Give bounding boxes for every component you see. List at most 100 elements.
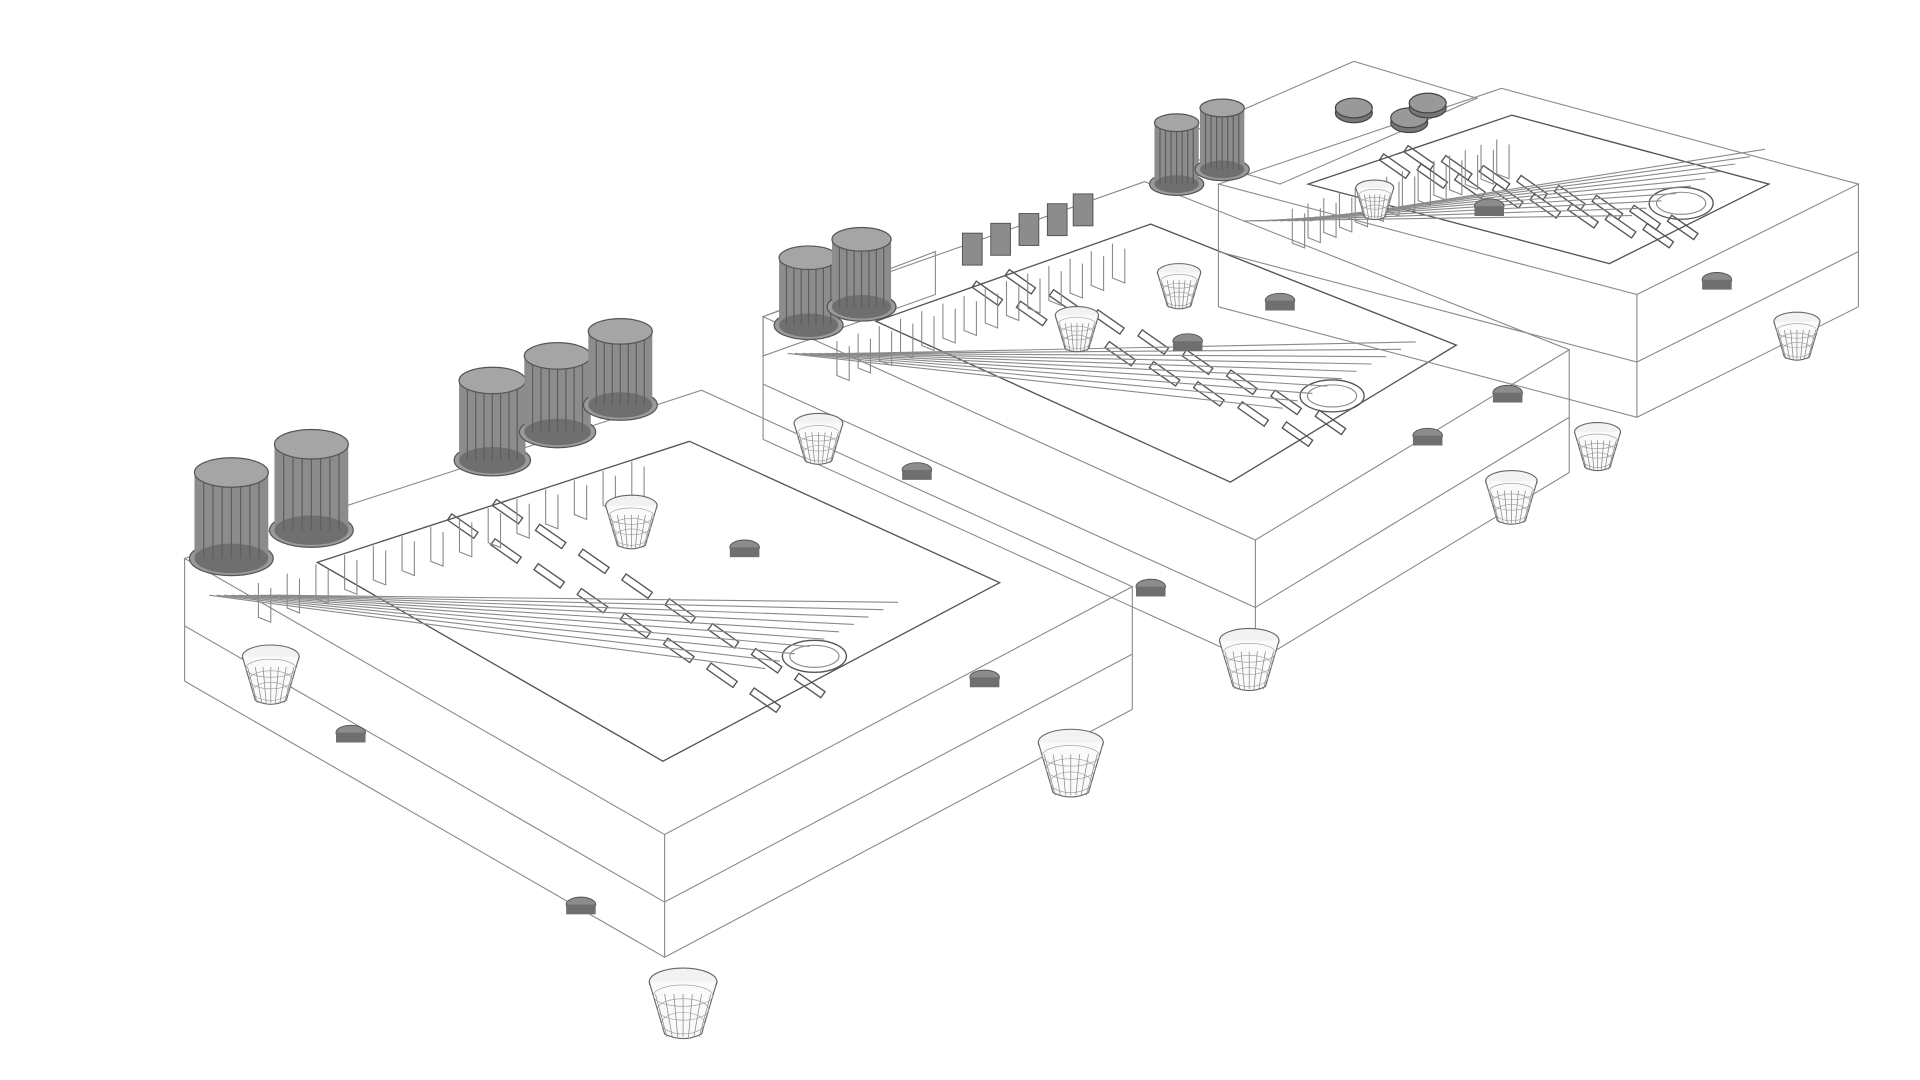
pin-fin [315, 564, 329, 605]
module-housings [183, 60, 1861, 958]
pin-fin [1417, 166, 1431, 207]
pin-fin [1005, 281, 1020, 322]
internal-wire [809, 352, 1328, 387]
foot-mesh-ring [1041, 745, 1100, 767]
foot-mesh-ring [1779, 332, 1815, 348]
knob-side [902, 470, 932, 480]
vent-slot [576, 587, 609, 614]
vent-slot [750, 647, 783, 674]
internal-wire [246, 594, 840, 633]
foot-mesh-ring [1062, 334, 1091, 350]
foot-mesh-ring [1488, 483, 1535, 501]
transistor [990, 222, 1011, 256]
ring-connector-inner [1306, 384, 1358, 408]
foot-mesh-ring [653, 984, 714, 1007]
foot-mesh-ring [1357, 189, 1392, 202]
vent-slot [446, 513, 479, 540]
capacitor [518, 342, 597, 449]
foot-mesh-ring [608, 507, 655, 525]
capacitor [453, 366, 532, 477]
ring-connector-inner [789, 644, 840, 668]
capacitor [582, 317, 658, 421]
foot-mesh-ring [1491, 493, 1532, 511]
foot-mesh-ring [1230, 667, 1269, 687]
foot-mesh-line [1600, 440, 1605, 470]
foot-mesh-line [1182, 280, 1186, 308]
knob-side [1492, 392, 1523, 403]
pin-fin [942, 303, 956, 344]
foot [1573, 422, 1622, 472]
vent-slot [1642, 222, 1675, 249]
internal-wire [216, 594, 781, 662]
inductor-top [1408, 92, 1447, 114]
foot-mesh-line [1172, 280, 1176, 308]
foot-mesh-ring [1045, 758, 1096, 780]
pin-fin [1027, 273, 1041, 314]
pin-fin [372, 545, 387, 586]
vent-slot [1181, 349, 1214, 376]
internal-wire [839, 352, 1387, 358]
capacitor-top [193, 457, 269, 488]
vent-slot [491, 498, 524, 525]
foot-mesh-ring [611, 518, 652, 536]
vent-slot [1604, 212, 1637, 239]
vent-slot [1269, 389, 1303, 416]
pin-fin [1111, 243, 1126, 284]
capacitor-top [273, 428, 349, 460]
internal-wire [846, 348, 1402, 355]
capacitor-top [778, 245, 839, 271]
vent-slot [1529, 192, 1562, 219]
foot [1218, 627, 1280, 692]
foot-mesh-line [1790, 329, 1794, 360]
foot-mesh-line [1070, 323, 1074, 351]
ring-connector [1299, 379, 1365, 413]
pin-fin [1323, 197, 1337, 239]
foot-mesh-line [821, 432, 826, 464]
knob-side [1702, 279, 1732, 290]
foot-mesh-line [1800, 329, 1804, 360]
knob-side [1412, 435, 1443, 446]
vent-slot [662, 637, 695, 664]
vent-slot [1378, 152, 1411, 180]
pin-fin [1496, 139, 1510, 180]
module-front-display-panel [315, 440, 1002, 762]
foot-mesh-ring [1582, 452, 1613, 468]
capacitor [826, 226, 897, 322]
pin-fin [286, 573, 301, 614]
vent-slot [1440, 154, 1473, 181]
pin-fin [1433, 160, 1447, 201]
capacitor-top [1153, 113, 1200, 133]
vent-slot [793, 672, 827, 699]
foot [1773, 311, 1821, 361]
module-back-display-panel [1305, 114, 1771, 265]
feet [241, 179, 1821, 1040]
foot-mesh-ring [1165, 291, 1194, 307]
knob-side [336, 732, 366, 743]
pin-fin [458, 517, 473, 558]
pin-fin [1090, 251, 1105, 292]
pin-fin [1449, 155, 1463, 196]
pin-fin [257, 582, 272, 624]
knob-side [1136, 586, 1166, 597]
vent-slot [620, 573, 654, 600]
foot-mesh-line [1504, 490, 1508, 524]
foot-mesh-ring [661, 1012, 705, 1035]
pin-fin [516, 498, 530, 539]
foot [1156, 263, 1202, 310]
capacitor-top [523, 342, 592, 370]
internal-wire [831, 352, 1372, 365]
inductor-top [1334, 97, 1373, 119]
foot-mesh-line [1590, 440, 1595, 470]
knob-side [969, 677, 1000, 688]
foot-mesh-line [1080, 323, 1084, 351]
foot-mesh-ring [1494, 504, 1528, 522]
foot-mesh-ring [1577, 433, 1619, 449]
pin-fin [1069, 258, 1083, 299]
internal-wire [817, 352, 1342, 380]
pin-fin [878, 326, 893, 367]
foot [1485, 470, 1538, 525]
transistor [1018, 213, 1040, 246]
board-details [209, 139, 1765, 915]
foot-mesh-ring [1060, 325, 1094, 341]
internal-wire [275, 594, 899, 603]
